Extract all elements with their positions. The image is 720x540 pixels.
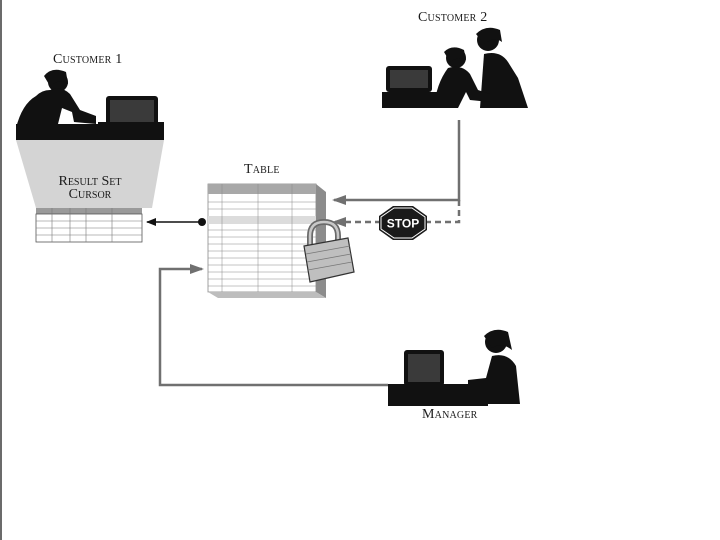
manager-label: Manager — [422, 407, 478, 422]
cursor-label: Cursor — [68, 187, 112, 202]
customer-2-icon — [382, 27, 528, 108]
stop-sign-icon: STOP — [379, 206, 427, 240]
stop-sign-label: STOP — [387, 217, 419, 231]
result-set-funnel — [16, 140, 164, 208]
left-border-rule — [0, 0, 2, 540]
customer-1-icon — [16, 69, 164, 140]
manager-to-table-arrow — [158, 264, 388, 387]
table-grid — [207, 183, 326, 298]
padlock-icon — [303, 218, 355, 283]
table-label: Table — [244, 162, 280, 177]
customer-2-label: Customer 2 — [418, 10, 488, 25]
customer-1-label: Customer 1 — [53, 52, 123, 67]
table-to-result-set-arrow-origin — [198, 218, 206, 226]
customer-2-blocked-arrow — [332, 200, 461, 227]
manager-icon — [388, 329, 520, 406]
result-set-cursor-grid — [35, 208, 143, 243]
customer-2-to-table-arrow — [332, 120, 461, 205]
result-set-label: Result Set — [58, 174, 122, 189]
